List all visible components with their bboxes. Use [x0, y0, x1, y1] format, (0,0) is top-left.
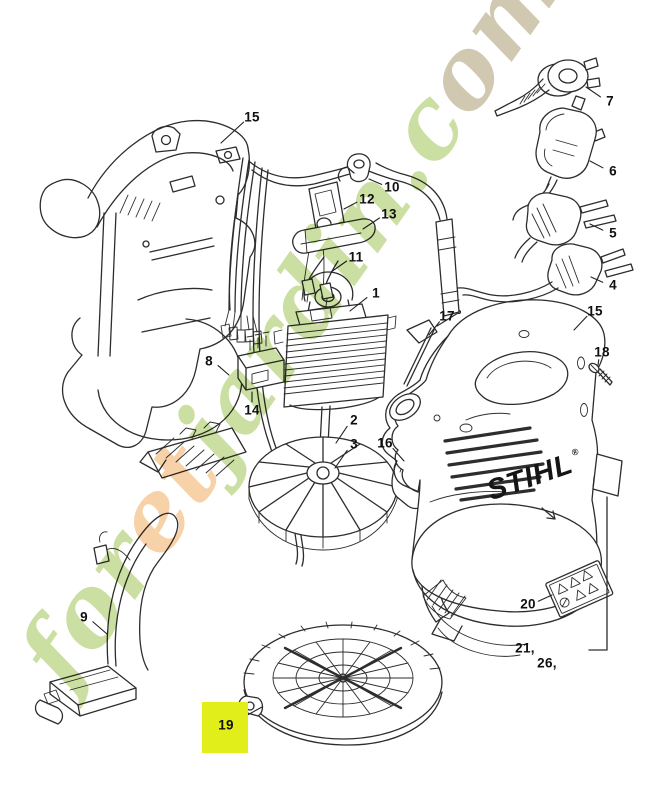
leader-line-4 — [590, 276, 604, 283]
leader-line-12 — [343, 201, 358, 210]
part-screw — [588, 362, 613, 386]
leader-lines — [92, 86, 604, 722]
part-warning-label — [545, 560, 614, 618]
leader-line-5 — [589, 223, 604, 231]
part-wire-terminals — [301, 256, 339, 307]
part-switch-bracket — [139, 421, 247, 479]
registered-mark: ® — [570, 446, 580, 458]
part-motor — [273, 271, 397, 447]
part-switch-cable — [34, 512, 179, 725]
leader-line-1 — [349, 297, 368, 312]
leader-line-13 — [362, 217, 381, 230]
part-wiring-harness — [220, 157, 353, 567]
part-intake-guard — [238, 621, 443, 746]
part-plug-with-cable — [365, 162, 634, 317]
leader-line-17 — [428, 321, 440, 336]
leader-line-18 — [597, 359, 600, 366]
part-spring-clip — [403, 309, 462, 387]
leader-line-16 — [392, 447, 405, 462]
leader-line-3 — [334, 449, 348, 469]
part-fan-wheel — [248, 436, 398, 551]
part-cable-grommet — [337, 153, 371, 183]
leader-line-7 — [585, 86, 602, 98]
leader-line-8 — [217, 365, 230, 376]
part-trigger-lever — [292, 218, 376, 254]
leader-line-10 — [368, 178, 383, 185]
part-cord-connector — [494, 57, 601, 117]
leader-line-9 — [92, 621, 108, 635]
leader-line-20 — [537, 594, 553, 602]
leader-line-15-left — [220, 121, 245, 144]
part-connector-block — [237, 331, 285, 391]
part-sticker-blank — [592, 453, 623, 497]
bracket-21-26 — [588, 496, 608, 651]
leader-line-6 — [589, 160, 604, 169]
direction-arrow-icon — [541, 507, 556, 520]
part-left-housing-shell — [39, 119, 256, 448]
leader-line-15-right — [573, 315, 588, 331]
leader-line-2 — [335, 425, 348, 444]
leader-line-11 — [330, 260, 348, 273]
